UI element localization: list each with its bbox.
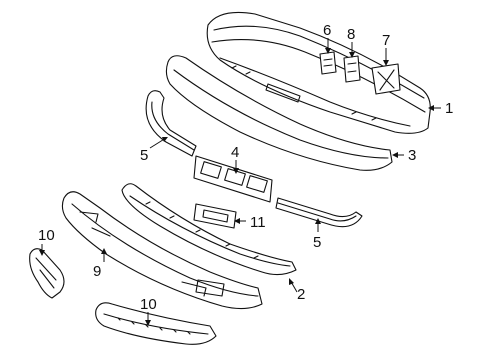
- callout-labels: 1 2 3 4 5 5 6 7 8 9 10 10 11: [38, 22, 453, 313]
- rub-strip-5-left: [145, 90, 197, 157]
- callout-9: 9: [93, 263, 101, 280]
- callout-10-left: 10: [38, 227, 55, 244]
- callout-5-right: 5: [313, 234, 321, 251]
- callout-10-bottom: 10: [140, 296, 157, 313]
- end-bracket-10-left: [29, 248, 65, 299]
- rub-strip-5-right: [275, 197, 363, 228]
- bracket-7: [371, 63, 401, 95]
- bumper-face-bar: [206, 11, 431, 134]
- callout-6: 6: [323, 22, 331, 39]
- callout-7: 7: [382, 32, 390, 49]
- callout-arrows: [39, 38, 441, 326]
- lower-strip-10: [95, 302, 217, 345]
- valance-2: [121, 183, 297, 276]
- impact-strip-3: [165, 55, 393, 171]
- callout-3: 3: [408, 147, 416, 164]
- callout-4: 4: [231, 144, 239, 161]
- reinforcement-9: [61, 191, 263, 310]
- lamp-11: [193, 203, 237, 229]
- callout-1: 1: [445, 100, 453, 117]
- callout-5-left: 5: [140, 147, 148, 164]
- grille-insert-4: [193, 155, 273, 203]
- callout-11: 11: [250, 214, 266, 231]
- callout-2: 2: [297, 286, 305, 303]
- callout-8: 8: [347, 26, 355, 43]
- bracket-8: [343, 55, 361, 83]
- bracket-6: [319, 51, 337, 75]
